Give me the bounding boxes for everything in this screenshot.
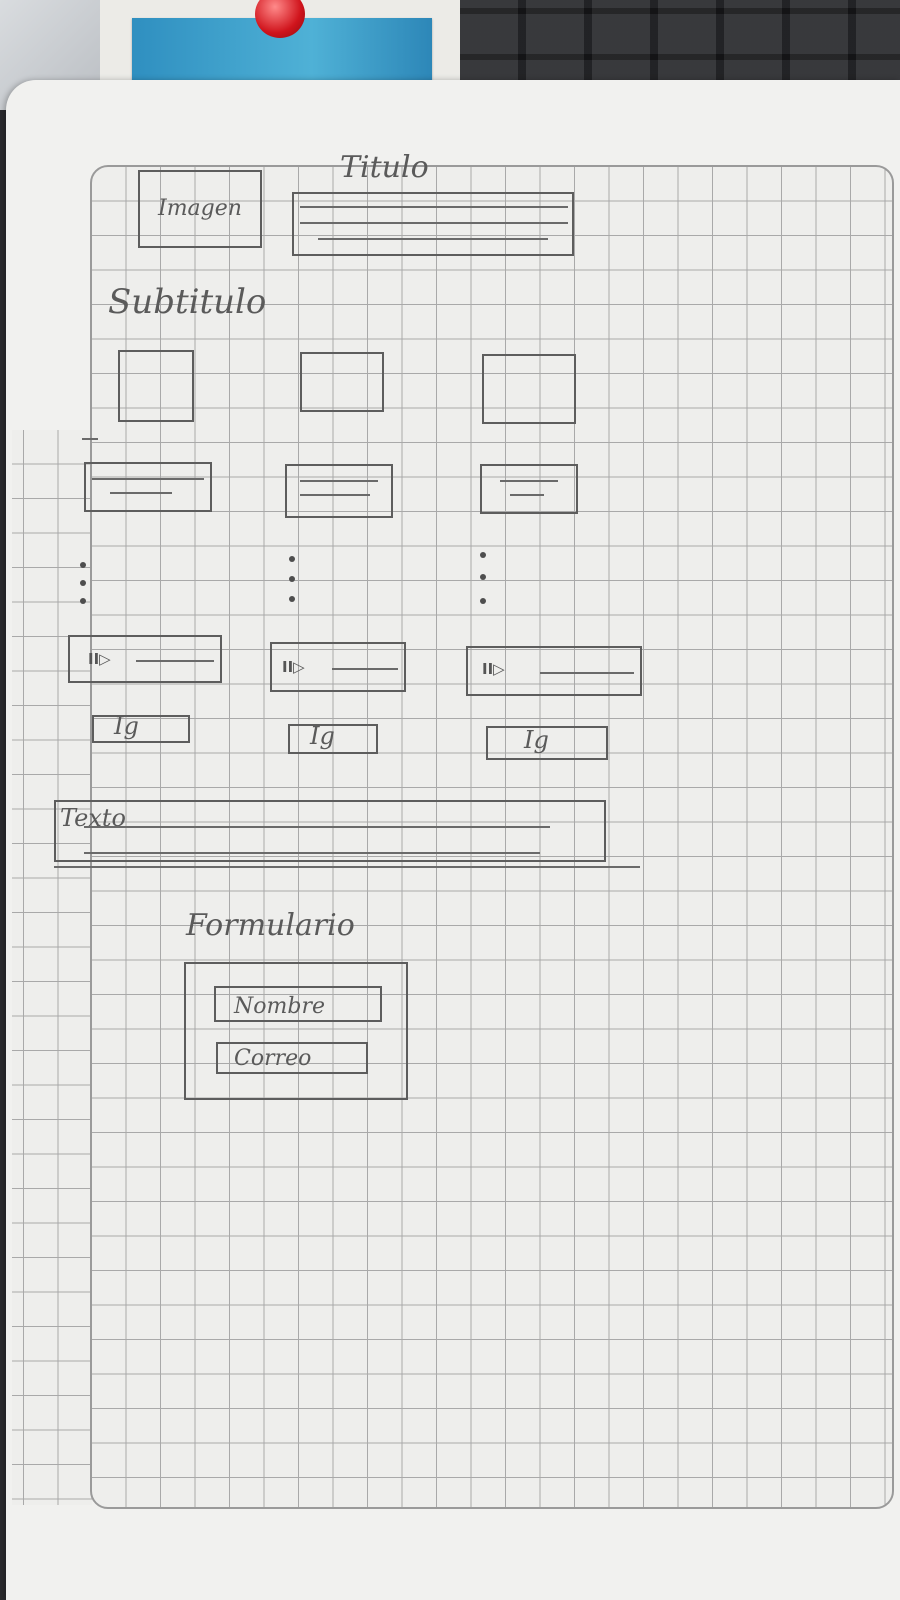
text-block-line — [84, 852, 540, 854]
header-text-line — [318, 238, 548, 240]
ellipsis-dot — [480, 552, 486, 558]
subtitle: Subtitulo — [108, 282, 267, 322]
instagram-label: Ig — [114, 712, 139, 740]
header-text-line — [300, 222, 568, 224]
grid-paper — [90, 165, 894, 1509]
ellipsis-dot — [289, 556, 295, 562]
text-block-line — [84, 826, 550, 828]
instagram-button[interactable] — [288, 724, 378, 754]
instagram-label: Ig — [310, 722, 335, 750]
ellipsis-dot — [80, 580, 86, 586]
play-pause-icon[interactable]: II▷ — [88, 650, 111, 668]
name-field[interactable] — [214, 986, 382, 1022]
ellipsis-dot — [80, 598, 86, 604]
text-block — [54, 800, 606, 862]
header-text-line — [300, 206, 568, 208]
header-title: Titulo — [340, 150, 429, 185]
header-image-placeholder — [138, 170, 262, 248]
card-text-line — [110, 492, 172, 494]
audio-player[interactable] — [68, 635, 222, 683]
card-text-line — [510, 494, 544, 496]
email-field-label: Correo — [234, 1046, 312, 1071]
header-title-text-box — [292, 192, 574, 256]
ellipsis-dot — [80, 562, 86, 568]
form-box — [184, 962, 408, 1100]
red-pushpin — [255, 0, 305, 38]
header-image-label: Imagen — [158, 196, 242, 221]
instagram-button[interactable] — [486, 726, 608, 760]
play-pause-icon[interactable]: II▷ — [282, 658, 305, 676]
play-pause-icon[interactable]: II▷ — [482, 660, 505, 678]
instagram-button[interactable] — [92, 715, 190, 743]
ellipsis-dot — [480, 574, 486, 580]
card-text-line — [92, 478, 204, 480]
card-text-line — [300, 494, 370, 496]
card-text-box — [480, 464, 578, 514]
email-field[interactable] — [216, 1042, 368, 1074]
card-text-box — [285, 464, 393, 518]
audio-player[interactable] — [270, 642, 406, 692]
card-image-placeholder — [300, 352, 384, 412]
card-text-line — [300, 480, 378, 482]
ellipsis-dot — [480, 598, 486, 604]
audio-player[interactable] — [466, 646, 642, 696]
card-text-box — [84, 462, 212, 512]
audio-progress-line — [136, 660, 214, 662]
text-block-underline — [54, 866, 640, 868]
card-image-placeholder — [118, 350, 194, 422]
dash-mark — [82, 438, 98, 440]
instagram-label: Ig — [524, 726, 549, 754]
ellipsis-dot — [289, 596, 295, 602]
card-image-placeholder — [482, 354, 576, 424]
ellipsis-dot — [289, 576, 295, 582]
form-title: Formulario — [186, 908, 355, 943]
name-field-label: Nombre — [234, 994, 325, 1019]
card-text-line — [500, 480, 558, 482]
audio-progress-line — [540, 672, 634, 674]
audio-progress-line — [332, 668, 398, 670]
grid-paper-left-margin — [12, 430, 92, 1505]
